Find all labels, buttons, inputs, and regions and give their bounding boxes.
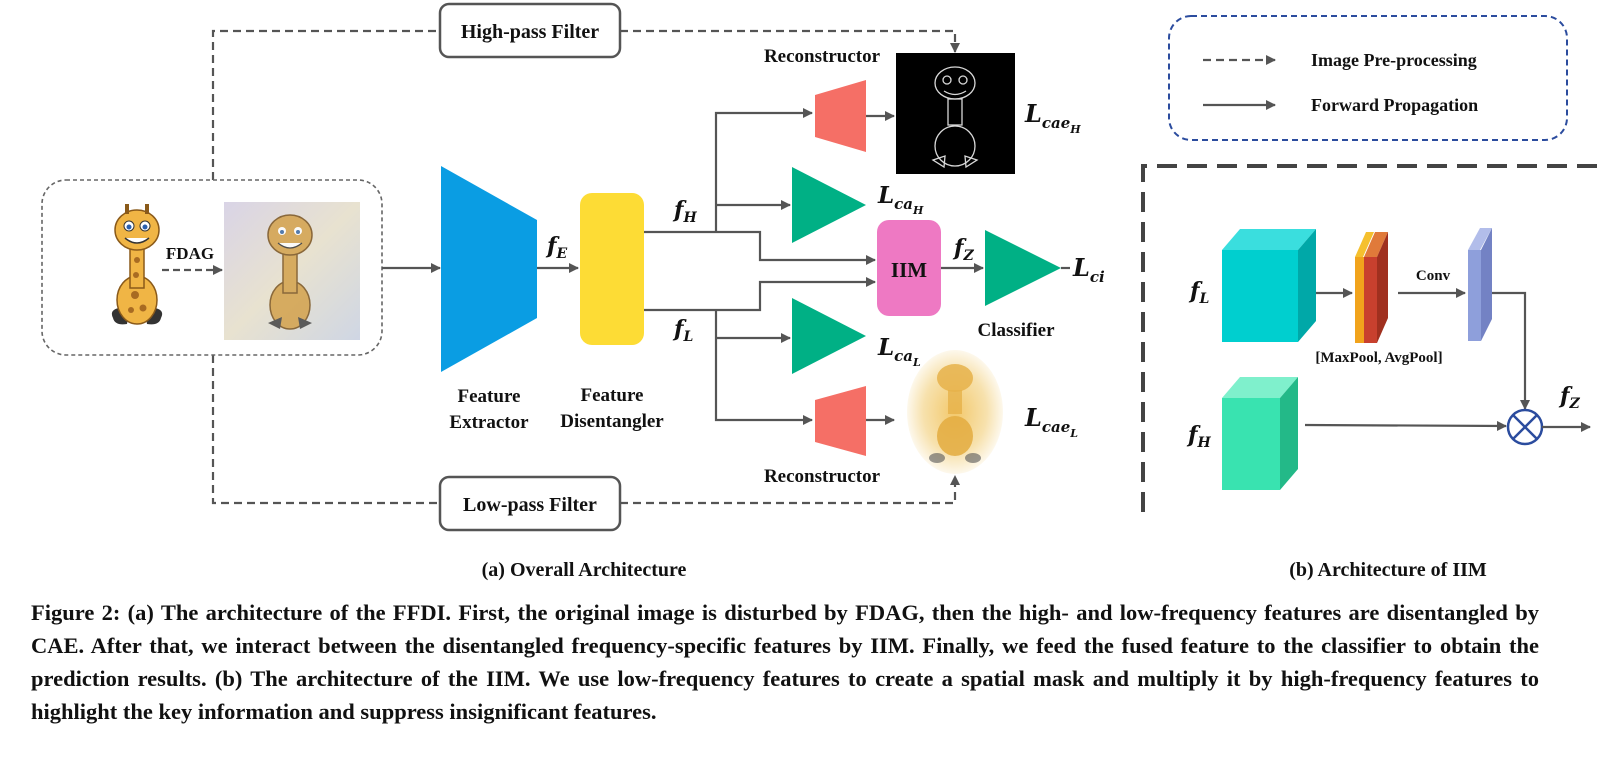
lowpass-filter-label: Low-pass Filter [463,494,597,516]
architecture-figure: High-pass Filter Low-pass Filter FDAG [41,2,1600,581]
subcaption-a: (a) Overall Architecture [482,559,687,581]
highpass-path [211,29,440,180]
conv-label: Conv [1416,268,1451,284]
iim-label: IIM [891,258,927,282]
fdag-label: FDAG [166,244,214,263]
figure-caption: Figure 2: (a) The architecture of the FF… [31,600,1539,724]
feature-disentangler-shape [580,193,644,345]
lowpass-filter-box [438,475,622,532]
mask-to-multiply-arrow [1492,291,1530,410]
L-caeL-symbol: LcaeL [1024,403,1078,440]
highpass-filter-box [438,2,622,59]
legend-solid-label: Forward Propagation [1311,95,1478,115]
iim-fL-symbol: fL [1188,278,1209,307]
lowpass-reconstruction-image [907,350,1003,474]
reconstructor-bottom-label: Reconstructor [764,466,881,487]
pool-label: [MaxPool, AvgPool] [1315,350,1442,366]
highpass-filter-label: High-pass Filter [461,21,599,43]
L-caeH-symbol: LcaeH [1024,99,1081,136]
feature-extractor-label-2: Extractor [449,412,529,433]
L-caL-symbol: LcaL [877,334,921,369]
iim-fZ-symbol: fZ [1558,383,1580,412]
classifier-main-shape [985,230,1061,306]
subcaption-b: (b) Architecture of IIM [1289,559,1487,581]
L-ci-symbol: Lci [1072,253,1105,286]
fH-branch [644,230,876,265]
reconstructor-top-shape [815,80,866,152]
lowpass-path-right [620,475,960,505]
fH-symbol: fH [672,197,697,226]
feature-extractor-shape [441,166,537,372]
giraffe-original-image [111,204,163,325]
iim-panel-border [1141,164,1600,512]
fZ-symbol: fZ [952,235,974,264]
lowpass-path [211,355,440,505]
giraffe-augmented-image [224,202,360,340]
feature-extractor-label-1: Feature [458,386,521,407]
multiply-icon [1506,408,1544,446]
fE-symbol: fE [545,233,567,262]
legend-box [1168,15,1568,141]
reconstructor-top-label: Reconstructor [764,46,881,67]
reconstructor-bottom-shape [815,386,866,456]
L-caH-symbol: LcaH [877,182,924,217]
fL-symbol: fL [672,316,693,345]
iim-box[interactable] [877,220,941,316]
feature-disentangler-label-2: Disentangler [560,411,664,432]
conv-output-layer [1468,228,1492,341]
classifier-label: Classifier [977,320,1055,341]
classifier-H-shape [792,167,866,243]
pool-layers [1355,232,1388,343]
fL-branch [644,277,876,312]
classifier-L-shape [792,298,866,374]
highpass-reconstruction-image [896,53,1015,174]
highpass-path-right [620,29,960,53]
feature-disentangler-label-1: Feature [581,385,644,406]
iim-fH-symbol: fH [1186,422,1211,451]
fH-to-multiply-arrow [1304,420,1507,431]
fH-cube [1222,377,1298,490]
fH-to-reconstructor [714,108,813,232]
fL-cube [1222,229,1316,342]
fL-to-reconstructor [714,310,813,425]
legend-dashed-label: Image Pre-processing [1311,50,1477,70]
